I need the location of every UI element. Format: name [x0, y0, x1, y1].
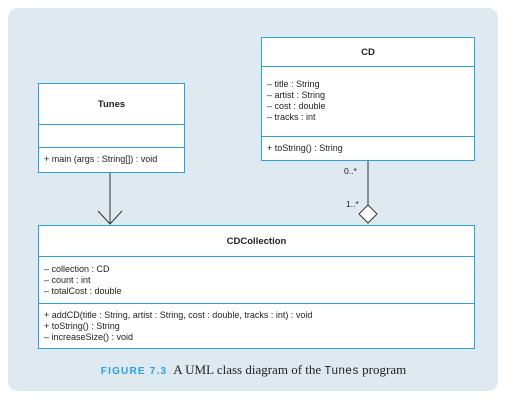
attribute: – artist : String [267, 90, 326, 100]
multiplicity-collection-end: 1..* [346, 199, 359, 209]
class-operations: + addCD(title : String, artist : String,… [39, 304, 474, 343]
class-operations: + main (args : String[]) : void [39, 148, 184, 165]
caption-code: Tunes [324, 365, 359, 378]
caption-text-after: program [358, 362, 407, 377]
operation: + addCD(title : String, artist : String,… [44, 310, 313, 320]
class-name: CDCollection [39, 226, 474, 257]
class-attributes [39, 125, 184, 148]
attribute: – tracks : int [267, 112, 316, 122]
attribute: – count : int [44, 275, 91, 285]
attribute: – totalCost : double [44, 286, 122, 296]
class-name: Tunes [39, 84, 184, 125]
operation: – increaseSize() : void [44, 332, 134, 342]
class-cdcollection: CDCollection – collection : CD – count :… [38, 225, 475, 349]
class-attributes: – title : String – artist : String – cos… [262, 67, 474, 137]
attribute: – collection : CD [44, 264, 110, 274]
attribute: – title : String [267, 79, 320, 89]
operation: + toString() : String [267, 143, 343, 153]
operation: + main (args : String[]) : void [44, 154, 158, 164]
class-tunes: Tunes + main (args : String[]) : void [38, 83, 185, 173]
class-cd: CD – title : String – artist : String – … [261, 37, 475, 161]
caption-text: A UML class diagram of the Tunes program [173, 362, 407, 378]
figure-caption: FIGURE 7.3 A UML class diagram of the Tun… [0, 361, 507, 379]
class-attributes: – collection : CD – count : int – totalC… [39, 257, 474, 304]
class-operations: + toString() : String [262, 137, 474, 154]
operation: + toString() : String [44, 321, 120, 331]
attribute: – cost : double [267, 101, 326, 111]
class-name: CD [262, 38, 474, 67]
figure-label: FIGURE 7.3 [100, 366, 168, 377]
caption-text-before: A UML class diagram of the [173, 362, 325, 377]
multiplicity-cd-end: 0..* [344, 166, 357, 176]
